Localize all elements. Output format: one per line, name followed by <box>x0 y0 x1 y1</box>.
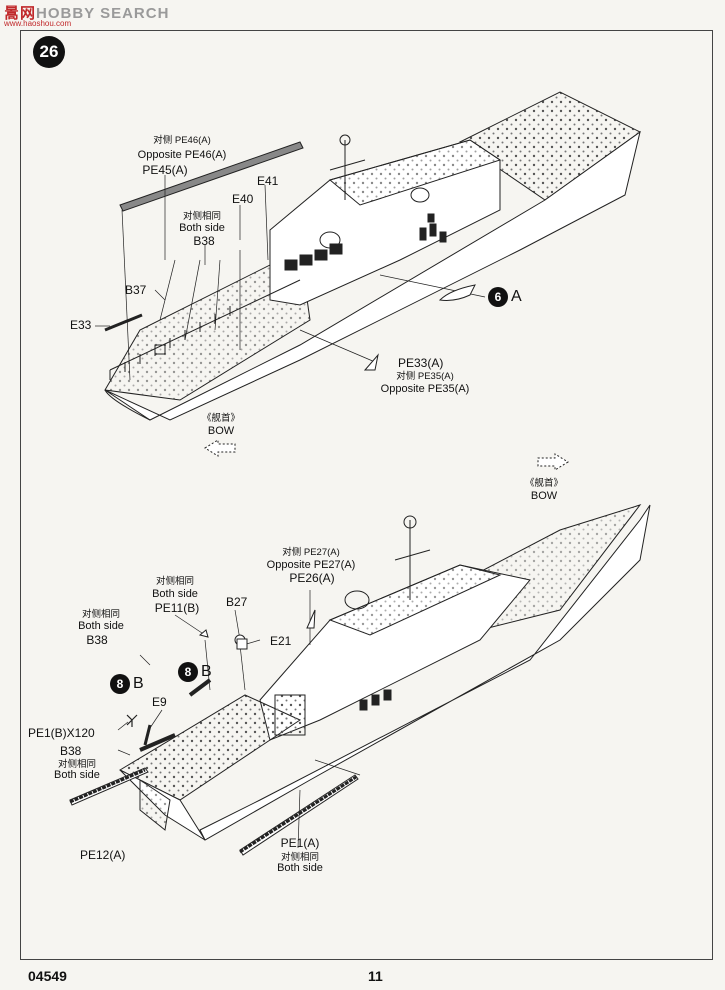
page-frame <box>20 30 713 960</box>
top-ship-hull <box>104 91 641 421</box>
bottom-ship-hull <box>118 504 651 841</box>
ref-step-8b-left-letter: B <box>133 675 144 692</box>
label-pe33: PE33(A) <box>398 356 444 370</box>
label-b38-bottom: B38 <box>86 633 108 647</box>
label-pe11-cn: 对侧相同 <box>155 576 195 587</box>
ref-step-8b-left-number: 8 <box>110 674 130 694</box>
ref-step-8b-right: 8 B <box>178 662 212 682</box>
label-e21: E21 <box>270 634 292 648</box>
watermark-url: www.haoshou.com <box>4 19 72 28</box>
label-pe1b: PE1(B)X120 <box>28 726 95 740</box>
label-e9: E9 <box>152 695 167 709</box>
label-b38-cn: 对侧相同 <box>182 211 222 222</box>
watermark-en: HOBBY SEARCH <box>36 5 170 22</box>
pe45-rail-part <box>119 141 304 212</box>
label-pe35-en: Opposite PE35(A) <box>380 383 470 395</box>
label-b37: B37 <box>125 283 147 297</box>
watermark-cn: 暠网 <box>4 5 37 22</box>
label-pe46-cn: 对侧 PE46(A) <box>153 135 211 146</box>
step-number-badge: 26 <box>33 36 65 68</box>
label-b38-en-bottom: Both side <box>78 620 124 632</box>
label-pe26: PE26(A) <box>289 571 335 585</box>
label-b38-lower-en: Both side <box>54 769 100 781</box>
label-b38-lower: B38 <box>60 744 82 758</box>
label-bow-en-top: BOW <box>207 425 235 437</box>
label-pe45: PE45(A) <box>142 163 188 177</box>
label-pe35-cn: 对侧 PE35(A) <box>396 371 454 382</box>
ref-step-8b-left: 8 B <box>110 674 144 694</box>
watermark-logo: 暠网HOBBY SEARCH <box>4 2 169 23</box>
label-pe27-cn: 对侧 PE27(A) <box>282 547 340 558</box>
bow-arrow-bottom <box>537 453 569 471</box>
page-number: 11 <box>368 968 383 984</box>
label-bow-en-bottom: BOW <box>530 490 558 502</box>
label-b27: B27 <box>226 595 248 609</box>
label-b38: B38 <box>193 234 215 248</box>
ref-step-8b-right-number: 8 <box>178 662 198 682</box>
label-pe27-en: Opposite PE27(A) <box>266 559 356 571</box>
product-code: 04549 <box>28 968 67 984</box>
label-pe11-en: Both side <box>152 588 198 600</box>
label-pe1a: PE1(A) <box>280 836 320 850</box>
label-bow-cn-top: 《舰首》 <box>201 413 241 424</box>
label-b38-lower-cn: 对侧相同 <box>58 759 97 770</box>
label-b38-en: Both side <box>179 222 225 234</box>
label-pe46-en: Opposite PE46(A) <box>137 149 227 161</box>
ref-step-8b-right-letter: B <box>201 663 212 680</box>
ref-step-6a-number: 6 <box>488 287 508 307</box>
bow-arrow-top <box>204 439 236 457</box>
label-pe1a-cn: 对侧相同 <box>280 852 320 863</box>
label-pe12: PE12(A) <box>80 848 126 862</box>
label-pe1a-en: Both side <box>277 862 323 874</box>
label-b38-cn-bottom: 对侧相同 <box>81 609 121 620</box>
ref-step-6a: 6 A <box>488 287 522 307</box>
ref-step-6a-letter: A <box>511 288 522 305</box>
label-e41: E41 <box>257 174 279 188</box>
label-pe11: PE11(B) <box>154 601 200 615</box>
label-e40: E40 <box>232 192 254 206</box>
label-bow-cn-bottom: 《舰首》 <box>524 478 564 489</box>
label-e33: E33 <box>70 318 92 332</box>
